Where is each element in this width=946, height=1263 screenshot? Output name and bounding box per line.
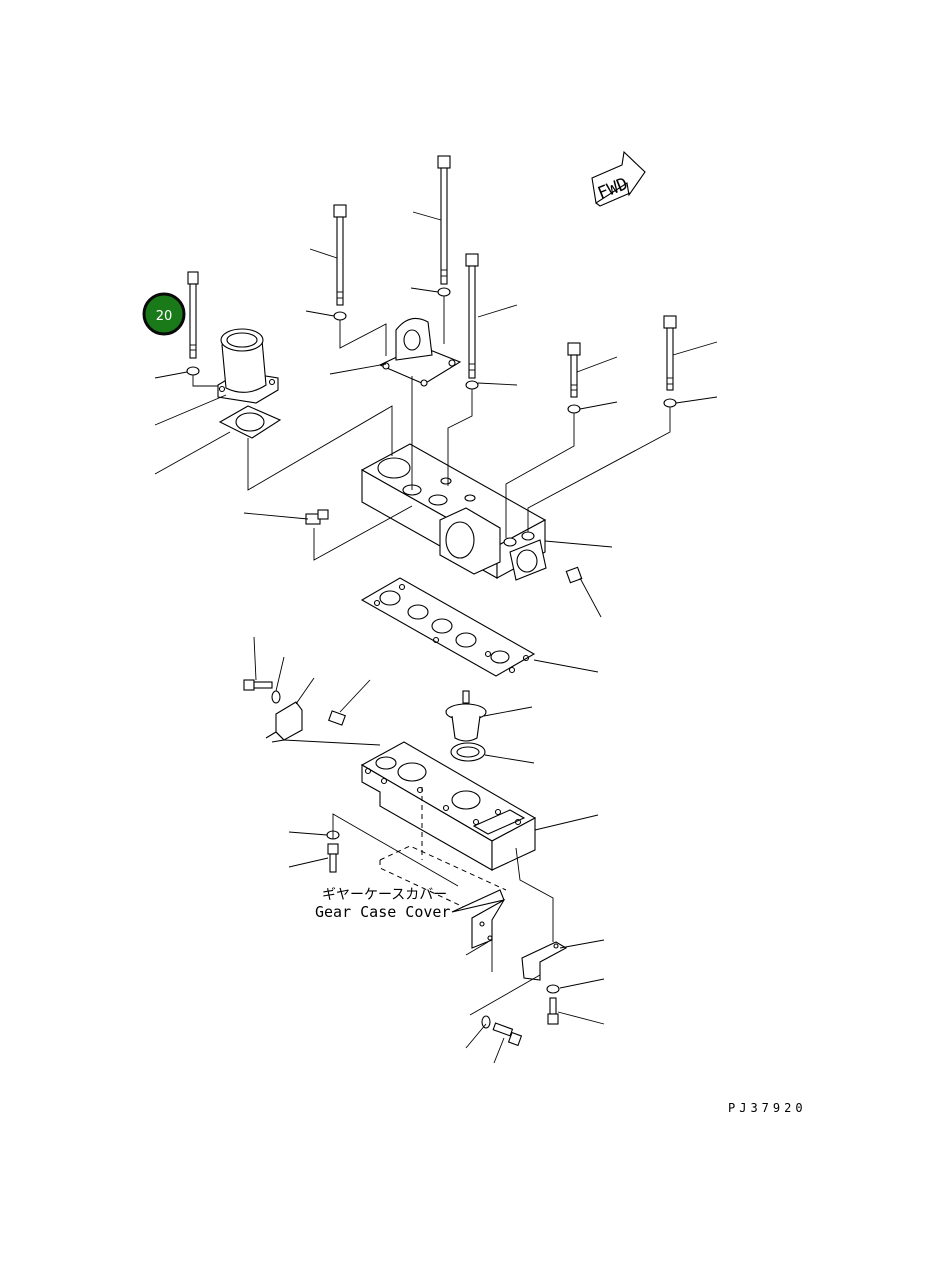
bolt-c <box>465 253 479 379</box>
bolt-a <box>333 204 347 306</box>
assembly-lines <box>192 296 671 1016</box>
fwd-arrow-icon: FWD <box>591 150 646 207</box>
drawing-number: PJ37920 <box>728 1101 807 1115</box>
bolt-b <box>437 155 451 285</box>
bracket-left <box>265 701 303 743</box>
plug-left <box>328 710 346 726</box>
washer-lower-left <box>271 690 281 704</box>
plug-right <box>565 566 583 584</box>
inlet-gasket <box>218 405 282 439</box>
gear-case-cover-outline <box>379 787 507 911</box>
thermostat-seal <box>450 742 486 762</box>
bolt-20 <box>187 271 199 359</box>
bolt-lower-2 <box>546 984 560 1025</box>
bracket-right <box>521 941 568 981</box>
bracket-center <box>451 889 506 949</box>
leader-lines <box>154 211 718 1064</box>
callout-20[interactable]: 20 <box>142 292 186 336</box>
elbow-fitting <box>305 509 329 525</box>
lifting-bracket <box>378 317 462 387</box>
bolt-e <box>663 315 677 391</box>
callout-20-number[interactable]: 20 <box>156 309 173 324</box>
bolt-lower-left <box>243 679 273 691</box>
gear-case-cover-en: Gear Case Cover <box>315 903 450 921</box>
gear-case-cover-jp: ギヤーケースカバー <box>322 887 447 903</box>
callout-20-circle[interactable] <box>142 292 186 336</box>
bolt-lower-3 <box>481 1015 523 1047</box>
thermostat <box>445 690 487 742</box>
water-inlet-elbow <box>217 328 279 404</box>
water-manifold-upper <box>360 443 547 581</box>
bolt-d <box>567 342 581 398</box>
manifold-gasket <box>360 577 536 677</box>
thermostat-housing <box>360 741 537 871</box>
